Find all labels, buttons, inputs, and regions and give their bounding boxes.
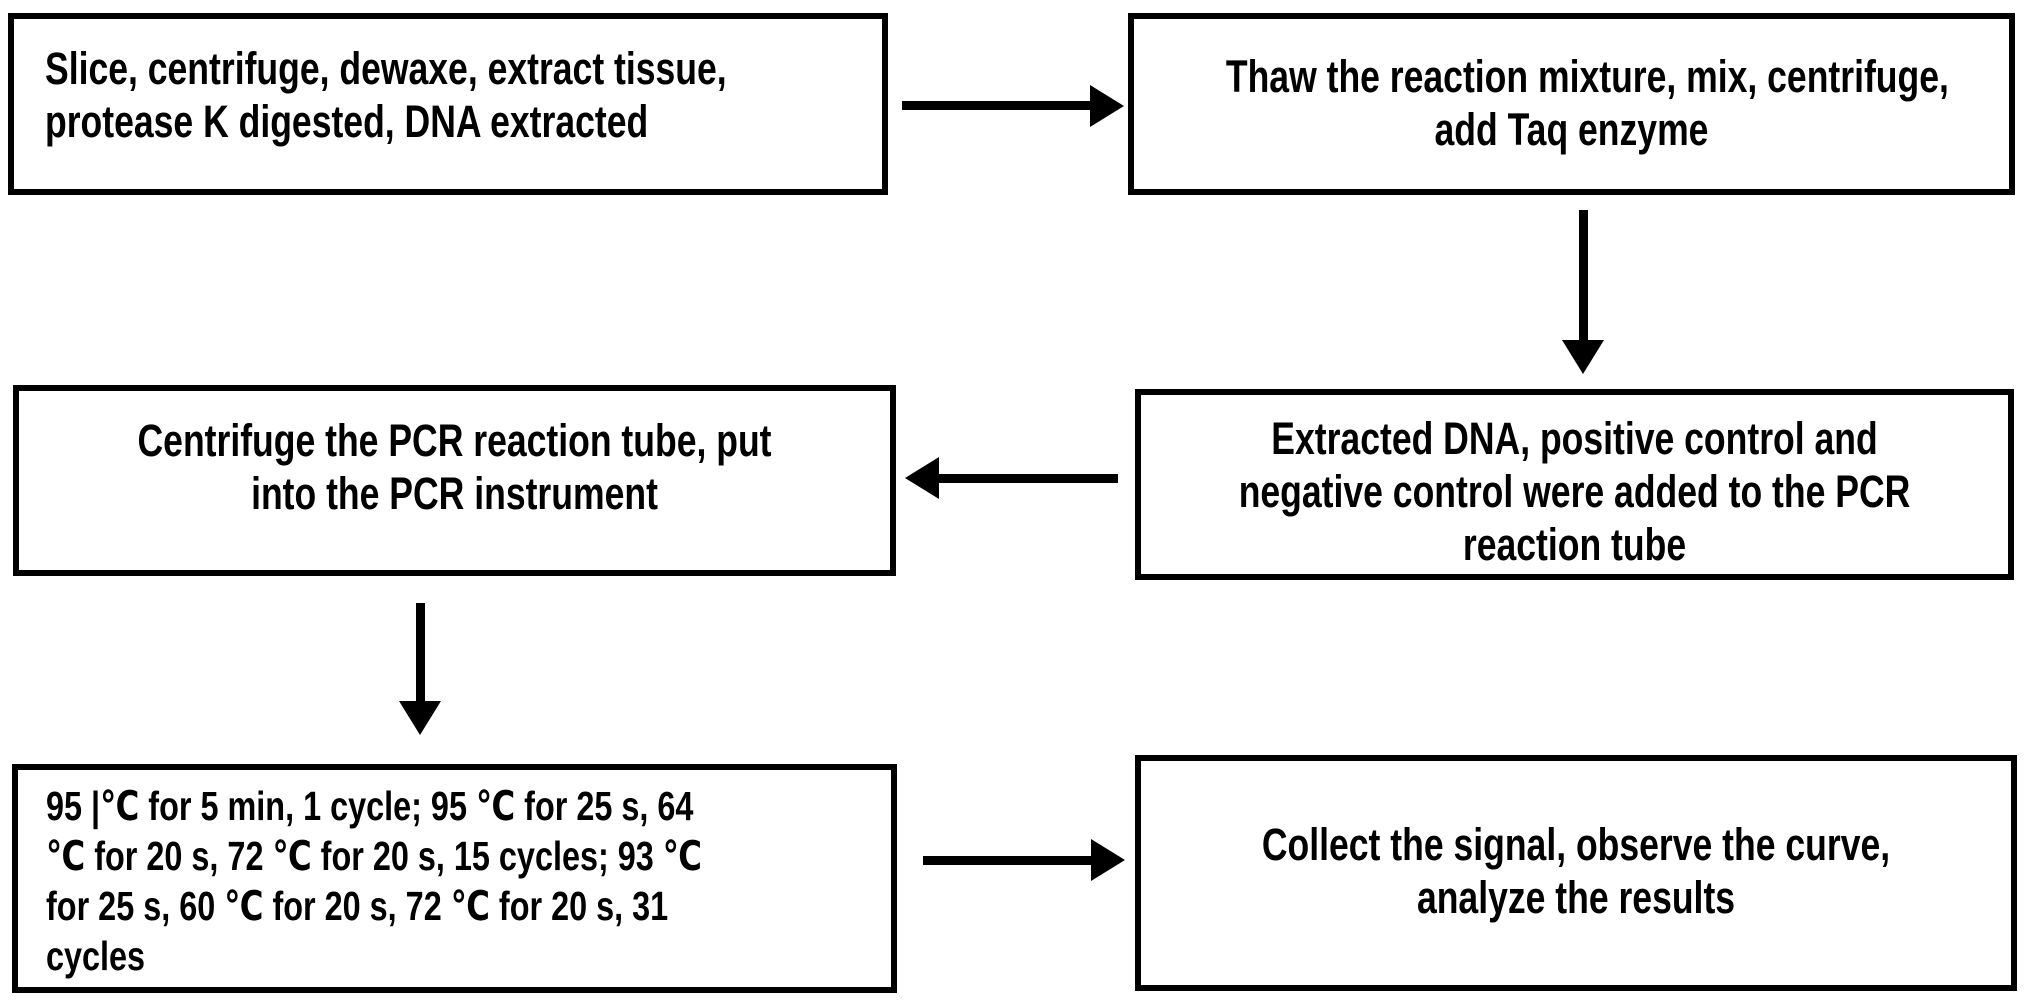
step-text-line: Thaw the reaction mixture, mix, centrifu…: [1225, 51, 1949, 102]
step-text-line: 95 |℃ for 5 min, 1 cycle; 95 ℃ for 25 s,…: [46, 783, 694, 829]
step-box-collect-signal: Collect the signal, observe the curve, a…: [1135, 755, 2017, 991]
arrow-step1-to-step2-shaft: [902, 101, 1092, 110]
step-text-line: protease K digested, DNA extracted: [45, 96, 649, 147]
step-box-centrifuge-tube: Centrifuge the PCR reaction tube, put in…: [13, 385, 896, 576]
step-text-line: Collect the signal, observe the curve,: [1261, 819, 1891, 870]
arrow-step5-to-step6-shaft: [923, 856, 1093, 865]
step-text-line: into the PCR instrument: [251, 468, 658, 519]
step-text: Thaw the reaction mixture, mix, centrifu…: [1225, 50, 1949, 156]
arrow-step4-to-step5-shaft: [416, 603, 425, 703]
step-text: Slice, centrifuge, dewaxe, extract tissu…: [45, 42, 727, 148]
step-text-line: Extracted DNA, positive control and: [1271, 413, 1878, 464]
arrow-right-icon: [1091, 839, 1125, 881]
step-text-line: add Taq enzyme: [1434, 104, 1709, 155]
step-text-line: analyze the results: [1416, 872, 1736, 923]
arrow-step2-to-step3-shaft: [1579, 210, 1588, 342]
step-text-line: reaction tube: [1462, 519, 1687, 570]
step-text-line: ℃ for 20 s, 72 ℃ for 20 s, 15 cycles; 93…: [46, 833, 703, 879]
step-text: Centrifuge the PCR reaction tube, put in…: [110, 414, 798, 520]
step-box-thermal-cycling-protocol: 95 |℃ for 5 min, 1 cycle; 95 ℃ for 25 s,…: [12, 764, 897, 993]
arrow-down-icon: [1562, 340, 1604, 374]
step-text: 95 |℃ for 5 min, 1 cycle; 95 ℃ for 25 s,…: [46, 781, 702, 981]
step-text-line: negative control were added to the PCR: [1238, 466, 1911, 517]
step-text: Extracted DNA, positive control and nega…: [1232, 412, 1917, 571]
arrow-step3-to-step4-shaft: [937, 474, 1118, 483]
step-box-add-controls: Extracted DNA, positive control and nega…: [1135, 389, 2014, 580]
step-box-thaw-mixture: Thaw the reaction mixture, mix, centrifu…: [1128, 13, 2015, 195]
step-text-line: Slice, centrifuge, dewaxe, extract tissu…: [45, 43, 727, 94]
arrow-right-icon: [1090, 85, 1124, 127]
step-box-tissue-extraction: Slice, centrifuge, dewaxe, extract tissu…: [8, 13, 888, 195]
step-text-line: Centrifuge the PCR reaction tube, put: [137, 415, 772, 466]
step-text-line: for 25 s, 60 ℃ for 20 s, 72 ℃ for 20 s, …: [46, 883, 669, 929]
step-text: Collect the signal, observe the curve, a…: [1232, 818, 1919, 924]
step-text-line: cycles: [46, 933, 146, 979]
arrow-left-icon: [905, 457, 939, 499]
arrow-down-icon: [399, 701, 441, 735]
